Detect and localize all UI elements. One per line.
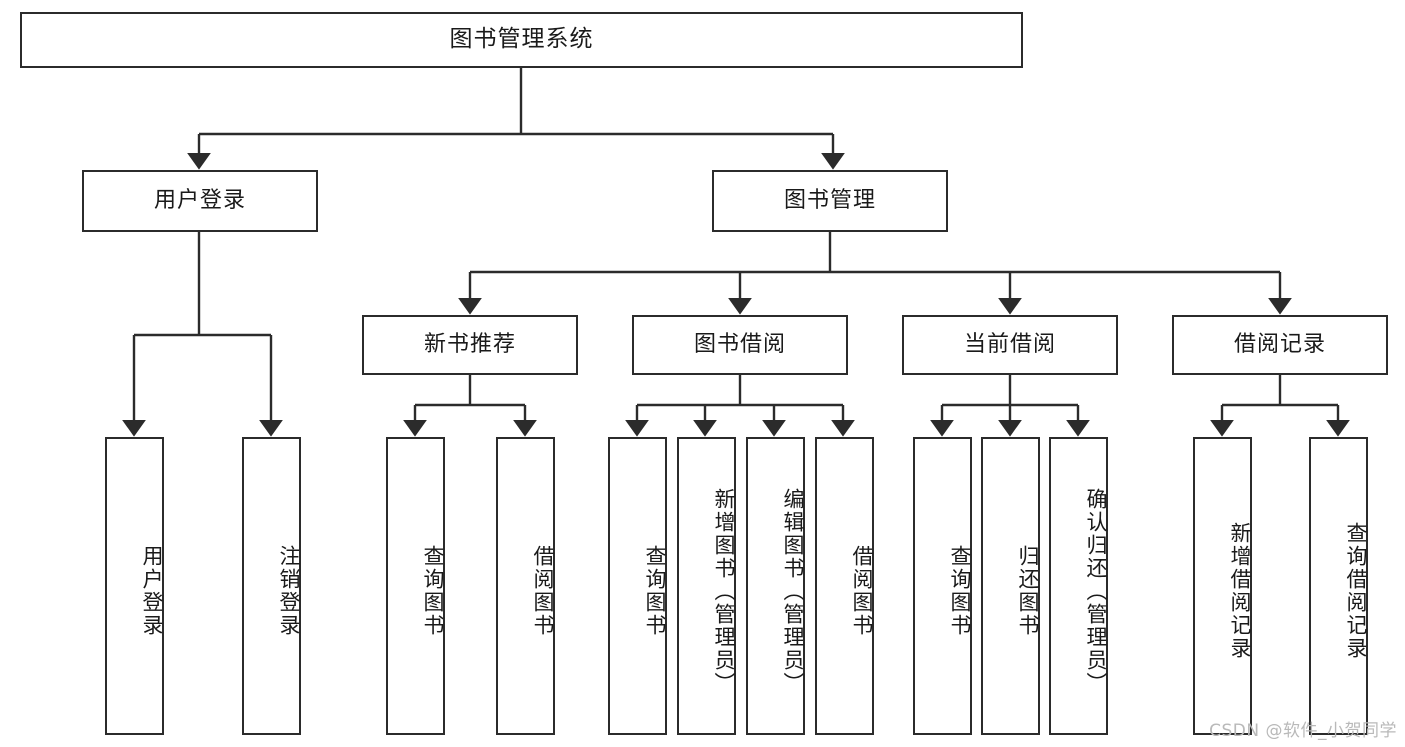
node-root-book-management-system[interactable]: 图书管理系统 [20,12,1023,68]
leaf-query-borrow-record[interactable]: 查询借阅记录 [1309,437,1368,735]
node-label: 图书借阅 [693,331,786,357]
leaf-query-book-current[interactable]: 查询图书 [913,437,972,735]
node-book-borrow[interactable]: 图书借阅 [632,315,848,375]
node-label: 借阅图书 [850,545,874,637]
leaf-borrow-book-recommend[interactable]: 借阅图书 [496,437,555,735]
node-current-borrow[interactable]: 当前借阅 [902,315,1118,375]
node-label: 注销登录 [277,545,301,637]
node-label: 用户登录 [153,187,246,213]
leaf-add-borrow-record[interactable]: 新增借阅记录 [1193,437,1252,735]
leaf-add-book-admin[interactable]: 新增图书（管理员） [677,437,736,735]
leaf-borrow-book[interactable]: 借阅图书 [815,437,874,735]
leaf-logout-login[interactable]: 注销登录 [242,437,301,735]
node-label: 查询图书 [948,545,972,637]
node-label: 新增图书（管理员） [712,487,736,695]
node-label: 借阅记录 [1233,331,1326,357]
node-label: 查询图书 [421,545,445,637]
node-new-book-recommend[interactable]: 新书推荐 [362,315,578,375]
node-book-management[interactable]: 图书管理 [712,170,948,232]
node-label: 借阅图书 [531,545,555,637]
node-label: 图书管理 [783,187,876,213]
node-label: 当前借阅 [963,331,1056,357]
leaf-user-login[interactable]: 用户登录 [105,437,164,735]
node-label: 用户登录 [140,545,164,637]
node-label: 确认归还（管理员） [1084,487,1108,695]
leaf-query-book-recommend[interactable]: 查询图书 [386,437,445,735]
leaf-query-book-borrow[interactable]: 查询图书 [608,437,667,735]
node-label: 查询借阅记录 [1344,522,1368,660]
node-user-login[interactable]: 用户登录 [82,170,318,232]
leaf-confirm-return-admin[interactable]: 确认归还（管理员） [1049,437,1108,735]
node-label: 新书推荐 [423,331,516,357]
node-label: 查询图书 [643,545,667,637]
node-borrow-record[interactable]: 借阅记录 [1172,315,1388,375]
node-label: 图书管理系统 [449,26,594,53]
leaf-return-book[interactable]: 归还图书 [981,437,1040,735]
leaf-edit-book-admin[interactable]: 编辑图书（管理员） [746,437,805,735]
node-label: 归还图书 [1016,545,1040,637]
watermark: CSDN @软件_小贺同学 [1209,721,1397,741]
node-label: 编辑图书（管理员） [781,487,805,695]
node-label: 新增借阅记录 [1228,522,1252,660]
